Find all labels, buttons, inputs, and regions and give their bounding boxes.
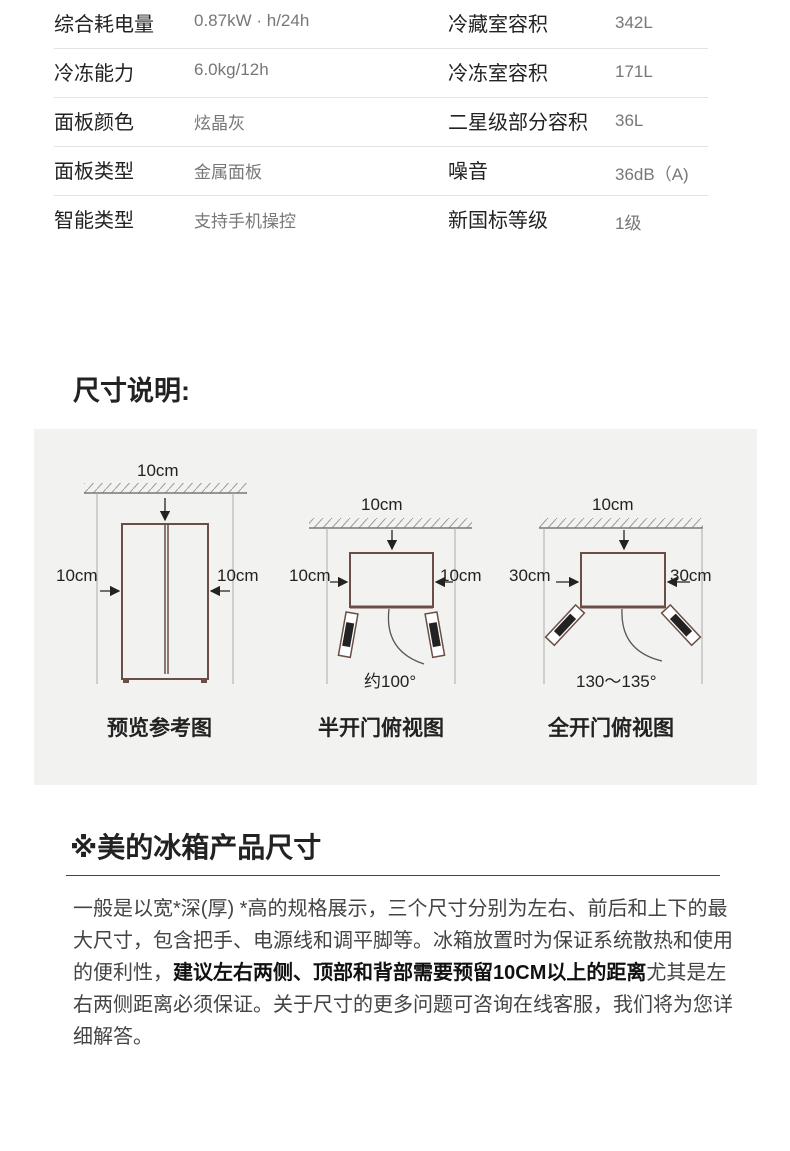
dimension-section-title: 尺寸说明: <box>73 376 190 406</box>
full-left-label: 30cm <box>509 566 551 585</box>
half-caption: 半开门俯视图 <box>318 717 444 740</box>
spec-row: 面板类型 金属面板 噪音 36dB（A) <box>54 147 708 196</box>
spec-value: 36L <box>615 111 644 130</box>
half-angle-label: 约100° <box>364 672 417 691</box>
full-right-label: 30cm <box>670 566 712 585</box>
spec-key: 智能类型 <box>54 210 134 232</box>
spec-value: 342L <box>615 13 653 32</box>
spec-key: 面板颜色 <box>54 112 134 134</box>
spec-key: 噪音 <box>448 161 488 183</box>
notice-paragraph: 一般是以宽*深(厚) *高的规格展示，三个尺寸分别为左右、前后和上下的最大尺寸，… <box>73 893 733 1053</box>
notice-title: ※美的冰箱产品尺寸 <box>70 832 322 863</box>
spec-key: 冷冻能力 <box>54 63 134 85</box>
spec-key: 综合耗电量 <box>54 14 154 36</box>
full-top-label: 10cm <box>592 495 634 514</box>
spec-row: 面板颜色 炫晶灰 二星级部分容积 36L <box>54 98 708 147</box>
preview-right-label: 10cm <box>217 566 259 585</box>
spec-key: 二星级部分容积 <box>448 112 588 134</box>
notice-text-1: 一般是以宽*深(厚) *高的规格展示，三个尺寸分别为左右、前后和上下的最大尺寸，… <box>73 898 733 984</box>
full-open-diagram <box>539 518 703 684</box>
half-left-label: 10cm <box>289 566 331 585</box>
half-open-diagram <box>309 518 472 684</box>
full-caption: 全开门俯视图 <box>548 717 674 740</box>
spec-key: 冷藏室容积 <box>448 14 548 36</box>
spec-table: 综合耗电量 0.87kW · h/24h 冷藏室容积 342L 冷冻能力 6.0… <box>54 0 708 244</box>
spec-row: 智能类型 支持手机操控 新国标等级 1级 <box>54 196 708 244</box>
spec-key: 面板类型 <box>54 161 134 183</box>
spec-value: 36dB（A) <box>615 165 689 184</box>
spec-value: 171L <box>615 62 653 81</box>
notice-text-2: 尤其是左右两侧距离必须保证。关于尺寸的更多问题可咨询在线客服，我们将为您详细解答… <box>73 962 733 1048</box>
spec-value: 6.0kg/12h <box>194 60 269 79</box>
preview-left-label: 10cm <box>56 566 98 585</box>
spec-value: 金属面板 <box>194 163 262 182</box>
notice-text-bold: 建议左右两侧、顶部和背部需要预留10CM以上的距离 <box>173 962 647 984</box>
spec-row: 综合耗电量 0.87kW · h/24h 冷藏室容积 342L <box>54 0 708 49</box>
full-angle-label: 130～135° <box>576 672 657 691</box>
spec-value: 支持手机操控 <box>194 212 296 231</box>
half-right-label: 10cm <box>440 566 482 585</box>
spec-value: 1级 <box>615 214 642 233</box>
spec-value: 0.87kW · h/24h <box>194 11 310 30</box>
spec-key: 冷冻室容积 <box>448 63 548 85</box>
spec-key: 新国标等级 <box>448 210 548 232</box>
half-top-label: 10cm <box>361 495 403 514</box>
preview-caption: 预览参考图 <box>107 717 212 740</box>
divider <box>66 875 720 876</box>
spec-value: 炫晶灰 <box>194 114 245 133</box>
dimension-diagram-panel: 10cm 10cm 10cm 预览参考图 10cm 10cm 10cm 约100… <box>34 429 757 785</box>
spec-row: 冷冻能力 6.0kg/12h 冷冻室容积 171L <box>54 49 708 98</box>
preview-top-label: 10cm <box>137 461 179 480</box>
dimension-diagrams <box>84 483 703 684</box>
preview-diagram <box>84 483 247 684</box>
